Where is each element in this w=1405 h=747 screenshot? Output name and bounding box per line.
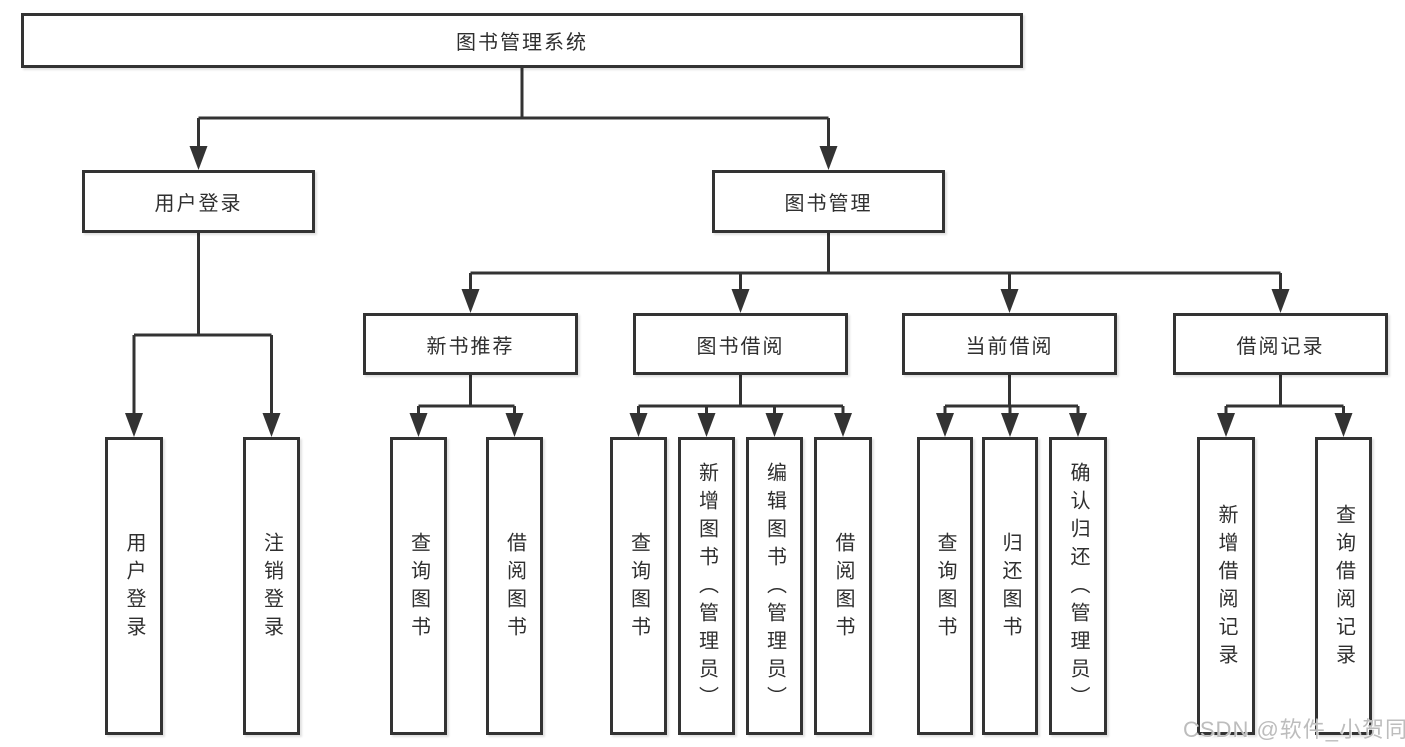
node-user-login: 用户登录 (82, 170, 315, 233)
leaf-node-logout: 注销登录 (243, 437, 300, 735)
leaf-node-add-books-admin: 新增图书（管理员） (678, 437, 735, 735)
connector-new-book-children (409, 375, 524, 437)
node-current-borrow: 当前借阅 (902, 313, 1117, 375)
leaf-node-query-books-borrow: 查询图书 (610, 437, 667, 735)
connector-book-borrow-children (629, 375, 852, 437)
node-borrow-records: 借阅记录 (1173, 313, 1388, 375)
leaf-node-query-books-recommend: 查询图书 (390, 437, 447, 735)
connector-book-management-to-level3 (461, 233, 1290, 313)
csdn-watermark: CSDN @软件_小贺同学 (1183, 717, 1405, 742)
leaf-node-user-login: 用户登录 (105, 437, 163, 735)
node-book-borrow: 图书借阅 (633, 313, 848, 375)
connector-user-login-children (125, 233, 281, 437)
leaf-node-borrow-books-recommend: 借阅图书 (486, 437, 543, 735)
root-node-library-system: 图书管理系统 (21, 13, 1023, 68)
leaf-node-confirm-return-admin: 确认归还（管理员） (1049, 437, 1107, 735)
node-new-book-recommend: 新书推荐 (363, 313, 578, 375)
connector-current-borrow-children (936, 375, 1087, 437)
connector-borrow-record-children (1217, 375, 1353, 437)
leaf-node-edit-books-admin: 编辑图书（管理员） (746, 437, 803, 735)
leaf-node-query-books-current: 查询图书 (917, 437, 973, 735)
leaf-node-borrow-books: 借阅图书 (814, 437, 872, 735)
leaf-node-add-borrow-record: 新增借阅记录 (1197, 437, 1255, 735)
leaf-node-return-books: 归还图书 (982, 437, 1038, 735)
connector-root-to-level2 (189, 68, 838, 170)
node-book-management: 图书管理 (712, 170, 945, 233)
leaf-node-query-borrow-record: 查询借阅记录 (1315, 437, 1372, 735)
